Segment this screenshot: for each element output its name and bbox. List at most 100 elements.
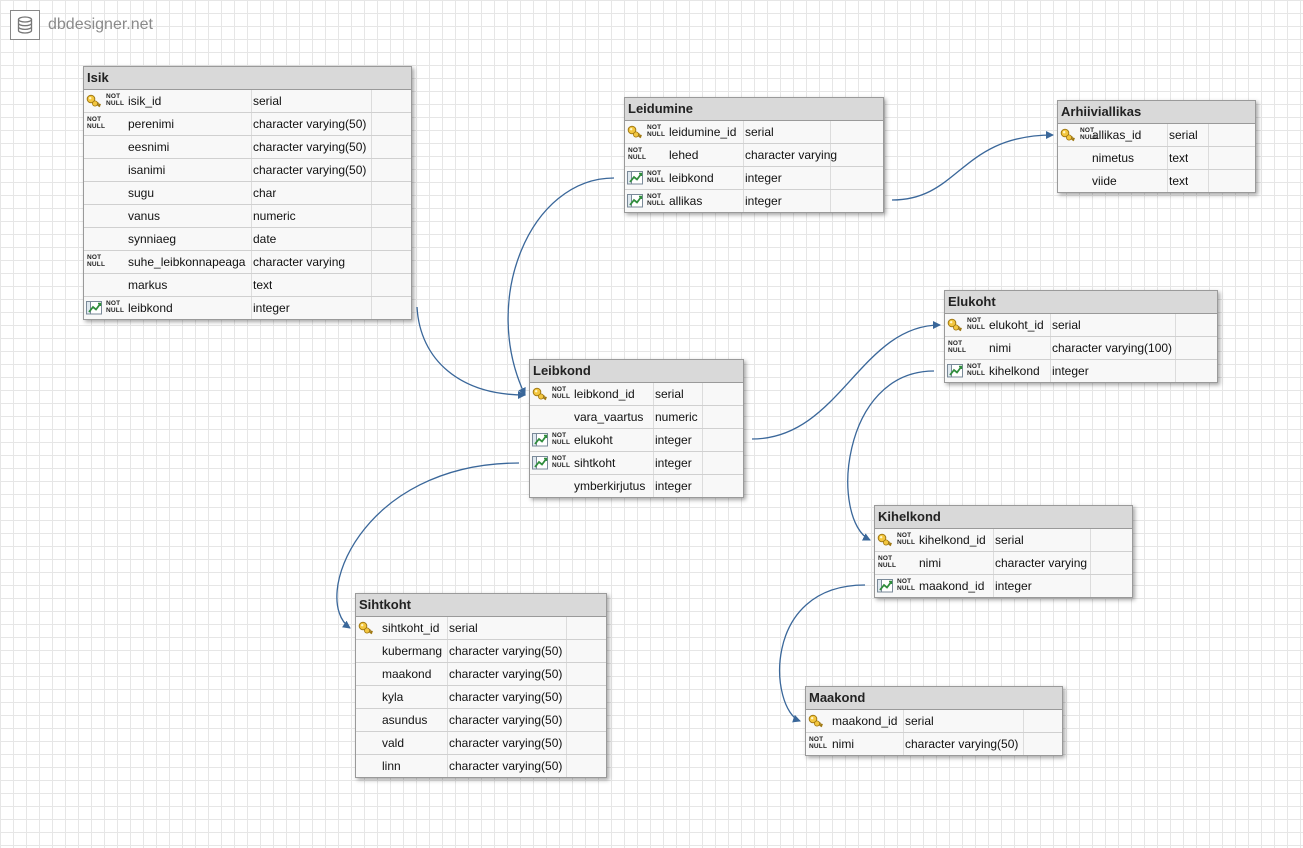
link-leidumine-leibkond[interactable] <box>507 177 615 396</box>
column-name[interactable]: allikas <box>669 194 703 208</box>
column-name[interactable]: asundus <box>382 713 428 727</box>
column-name[interactable]: allikas_id <box>1092 128 1142 142</box>
link-leibkond-sihtkoht[interactable] <box>336 462 520 629</box>
column-divider <box>702 452 703 474</box>
column-name[interactable]: markus <box>128 278 168 292</box>
column-name[interactable]: vanus <box>128 209 161 223</box>
link-leidumine-arhiiviallikas[interactable] <box>891 131 1054 201</box>
column-name[interactable]: ymberkirjutus <box>574 479 646 493</box>
column-name[interactable]: vald <box>382 736 405 750</box>
table-title[interactable]: Leidumine <box>625 98 883 121</box>
column-name[interactable]: maakond <box>382 667 432 681</box>
column-name[interactable]: sihtkoht <box>574 456 616 470</box>
column-name[interactable]: elukoht_id <box>989 318 1044 332</box>
column-name[interactable]: kihelkond <box>989 364 1040 378</box>
link-elukoht-kihelkond[interactable] <box>847 370 935 541</box>
table-title[interactable]: Sihtkoht <box>356 594 606 617</box>
column-name[interactable]: eesnimi <box>128 140 170 154</box>
link-kihelkond-maakond[interactable] <box>779 584 866 723</box>
column-name[interactable]: leidumine_id <box>669 125 737 139</box>
column-name[interactable]: sugu <box>128 186 155 200</box>
table-title[interactable]: Kihelkond <box>875 506 1132 529</box>
column-name[interactable]: vara_vaartus <box>574 410 644 424</box>
column-name[interactable]: isanimi <box>128 163 166 177</box>
column-name[interactable]: leibkond_id <box>574 387 635 401</box>
column-name[interactable]: linn <box>382 759 401 773</box>
column-name[interactable]: maakond_id <box>919 579 985 593</box>
link-leibkond-elukoht[interactable] <box>751 321 941 440</box>
column-name[interactable]: perenimi <box>128 117 175 131</box>
table-title[interactable]: Arhiiviallikas <box>1058 101 1255 124</box>
link-isik-leibkond[interactable] <box>416 306 526 399</box>
table-title[interactable]: Elukoht <box>945 291 1217 314</box>
column-name[interactable]: kubermang <box>382 644 443 658</box>
column-name[interactable]: isik_id <box>128 94 162 108</box>
column-name[interactable]: nimi <box>832 737 855 751</box>
column-name[interactable]: kyla <box>382 690 404 704</box>
column-name[interactable]: nimi <box>919 556 942 570</box>
column-name[interactable]: leibkond <box>669 171 714 185</box>
column-name[interactable]: maakond_id <box>832 714 898 728</box>
table-title[interactable]: Isik <box>84 67 411 90</box>
column-name[interactable]: nimi <box>989 341 1012 355</box>
column-name[interactable]: lehed <box>669 148 699 162</box>
column-type: character varying(50) <box>253 117 367 131</box>
column-name[interactable]: viide <box>1092 174 1117 188</box>
column-name[interactable]: sihtkoht_id <box>382 621 440 635</box>
column-name[interactable]: elukoht <box>574 433 613 447</box>
app-logo[interactable]: dbdesigner.net <box>10 10 153 40</box>
column-name[interactable]: leibkond <box>128 301 173 315</box>
column-name[interactable]: nimetus <box>1092 151 1135 165</box>
table-title[interactable]: Leibkond <box>530 360 743 383</box>
column-name[interactable]: kihelkond_id <box>919 533 986 547</box>
column-name[interactable]: synniaeg <box>128 232 177 246</box>
table-title[interactable]: Maakond <box>806 687 1062 710</box>
column-name[interactable]: suhe_leibkonnapeaga <box>128 255 246 269</box>
